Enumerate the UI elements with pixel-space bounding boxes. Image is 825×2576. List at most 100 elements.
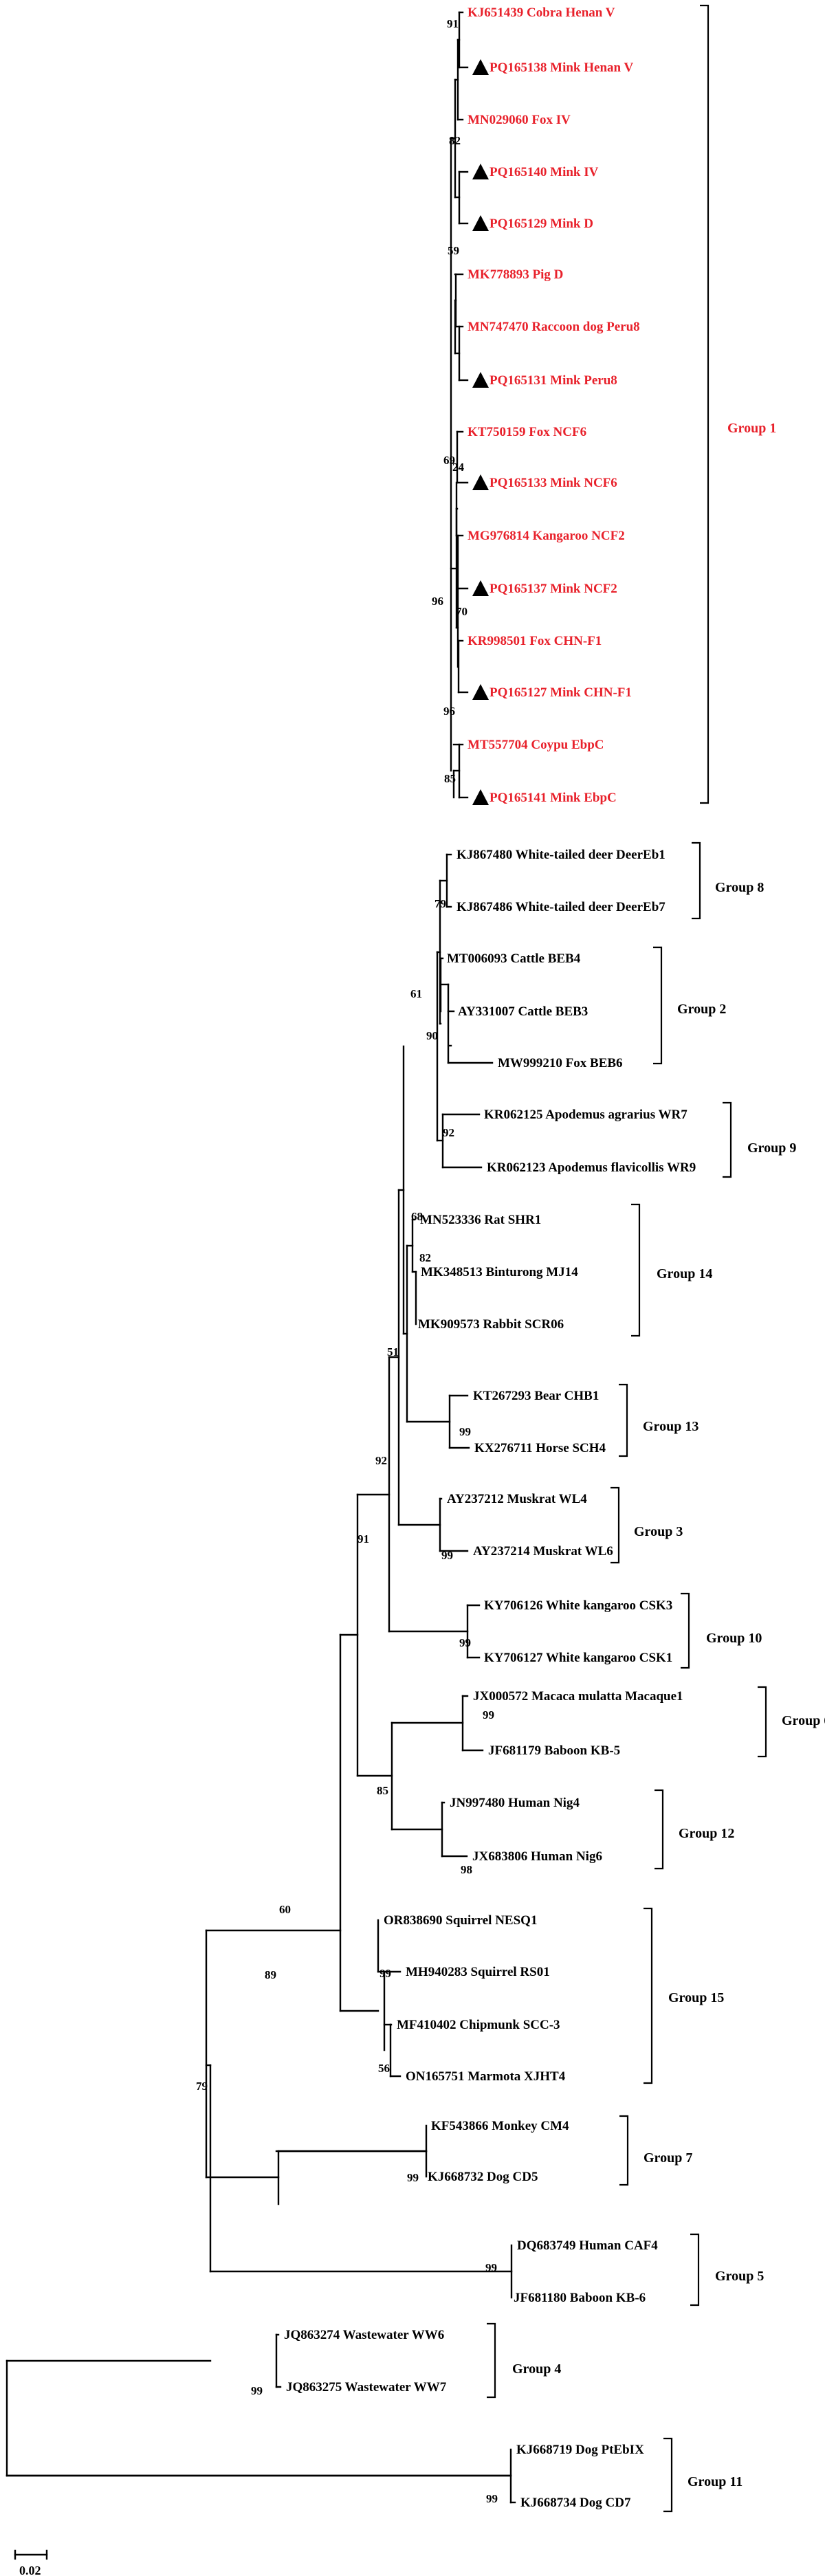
tip-label: KJ668734 Dog CD7	[520, 2496, 631, 2510]
support-value: 99	[380, 1967, 391, 1980]
triangle-marker-icon	[472, 372, 489, 388]
support-value: 92	[443, 1126, 454, 1139]
tip-label: MK348513 Binturong MJ14	[421, 1265, 578, 1279]
group-bracket	[631, 1203, 641, 1337]
tip-label: KJ668732 Dog CD5	[428, 2170, 538, 2184]
group-bracket	[487, 2322, 496, 2399]
tip-label: AY237214 Muskrat WL6	[473, 1544, 613, 1559]
support-value: 91	[358, 1532, 369, 1545]
group-label: Group 7	[644, 2150, 692, 2166]
tip-label: DQ683749 Human CAF4	[517, 2238, 658, 2253]
group-bracket	[644, 1907, 653, 2084]
support-value: 99	[486, 2492, 498, 2505]
tip-label: MT006093 Cattle BEB4	[447, 951, 581, 966]
tip-label: MN029060 Fox IV	[468, 113, 571, 127]
group-bracket	[654, 1789, 664, 1870]
tip-label: JX683806 Human Nig6	[472, 1849, 602, 1864]
group-label: Group 10	[706, 1631, 762, 1646]
triangle-marker-icon	[472, 684, 489, 700]
group-bracket	[681, 1592, 690, 1669]
tip-label: JX000572 Macaca mulatta Macaque1	[473, 1689, 683, 1704]
support-value: 92	[375, 1454, 387, 1467]
group-bracket	[619, 2115, 629, 2186]
triangle-marker-icon	[472, 59, 489, 75]
tip-label: KF543866 Monkey CM4	[431, 2119, 569, 2133]
support-value: 68	[411, 1210, 423, 1223]
group-label: Group 4	[512, 2362, 561, 2377]
support-value: 96	[443, 705, 455, 718]
tip-label: PQ165131 Mink Peru8	[490, 373, 617, 388]
tip-label: MF410402 Chipmunk SCC-3	[397, 2018, 560, 2032]
group-label: Group 13	[643, 1419, 698, 1434]
tip-label: KT750159 Fox NCF6	[468, 425, 586, 439]
support-value: 99	[407, 2171, 419, 2184]
tip-label: KX276711 Horse SCH4	[474, 1441, 606, 1455]
support-value: 24	[452, 461, 465, 474]
group-bracket	[690, 2233, 700, 2307]
support-value: 79	[434, 897, 446, 910]
tip-label: ON165751 Marmota XJHT4	[406, 2069, 566, 2084]
tip-label: KR062125 Apodemus agrarius WR7	[484, 1108, 688, 1122]
support-value: 99	[459, 1425, 471, 1438]
tip-label: MK778893 Pig D	[468, 267, 563, 282]
support-value: 82	[449, 134, 461, 147]
tip-label: PQ165137 Mink NCF2	[490, 582, 617, 596]
group-bracket	[619, 1383, 628, 1457]
tree-branches	[6, 11, 516, 2504]
tip-label: KJ668719 Dog PtEbIX	[516, 2443, 644, 2457]
support-value: 85	[444, 772, 456, 785]
triangle-marker-icon	[472, 164, 489, 179]
group-label: Group 3	[634, 1524, 683, 1539]
tip-label: PQ165141 Mink EbpC	[490, 791, 617, 805]
scale-bar: 0.02	[14, 2549, 48, 2576]
tip-label: MT557704 Coypu EbpC	[468, 738, 604, 752]
support-value: 98	[461, 1863, 472, 1876]
tip-label: JQ863275 Wastewater WW7	[286, 2380, 447, 2395]
support-value: 96	[432, 595, 443, 608]
support-value: 70	[456, 605, 468, 618]
group-bracket	[723, 1101, 732, 1178]
support-value: 99	[441, 1549, 453, 1562]
tip-label: KY706126 White kangaroo CSK3	[484, 1598, 672, 1613]
tip-label: MG976814 Kangaroo NCF2	[468, 529, 625, 543]
tip-label: PQ165129 Mink D	[490, 217, 593, 231]
support-value: 82	[419, 1251, 431, 1264]
support-value: 79	[196, 2080, 208, 2093]
support-value: 99	[459, 1636, 471, 1649]
support-value: 91	[447, 17, 459, 30]
tip-label: JQ863274 Wastewater WW6	[284, 2328, 444, 2342]
group-label: Group 5	[715, 2269, 764, 2284]
group-label: Group 8	[715, 880, 764, 895]
tip-labels: KJ651439 Cobra Henan V PQ165138 Mink Hena…	[284, 5, 696, 2510]
tip-label: JF681180 Baboon KB-6	[514, 2291, 646, 2305]
tip-label: KJ867486 White-tailed deer DeerEb7	[456, 900, 666, 914]
scale-bar-label: 0.02	[19, 2564, 41, 2576]
support-value: 90	[426, 1029, 438, 1042]
support-value: 99	[485, 2261, 497, 2274]
tip-label: OR838690 Squirrel NESQ1	[384, 1913, 537, 1928]
tip-label: KY706127 White kangaroo CSK1	[484, 1651, 672, 1665]
group-label: Group 14	[657, 1266, 712, 1281]
tip-label: MK909573 Rabbit SCR06	[418, 1317, 564, 1332]
group-label: Group 1	[727, 421, 776, 436]
support-value: 99	[483, 1708, 494, 1721]
group-label: Group 11	[688, 2474, 742, 2489]
tip-label: AY331007 Cattle BEB3	[458, 1004, 588, 1019]
tip-label: PQ165138 Mink Henan V	[490, 60, 633, 75]
support-value: 56	[378, 2062, 390, 2075]
tip-label: KR062123 Apodemus flavicollis WR9	[487, 1160, 696, 1175]
group-bracket	[700, 4, 710, 804]
tip-label: KJ651439 Cobra Henan V	[468, 5, 615, 20]
support-values: 9182596924709696857961909268825199929999…	[196, 17, 498, 2505]
group-label: Group 6	[782, 1713, 825, 1728]
tip-label: KR998501 Fox CHN-F1	[468, 634, 602, 648]
group-label: Group 15	[668, 1990, 724, 2005]
support-value: 85	[377, 1784, 388, 1797]
tip-markers	[472, 59, 489, 805]
group-label: Group 2	[677, 1002, 726, 1017]
group-bracket	[692, 841, 701, 920]
tip-label: KJ867480 White-tailed deer DeerEb1	[456, 848, 666, 862]
group-bracket	[610, 1486, 620, 1564]
